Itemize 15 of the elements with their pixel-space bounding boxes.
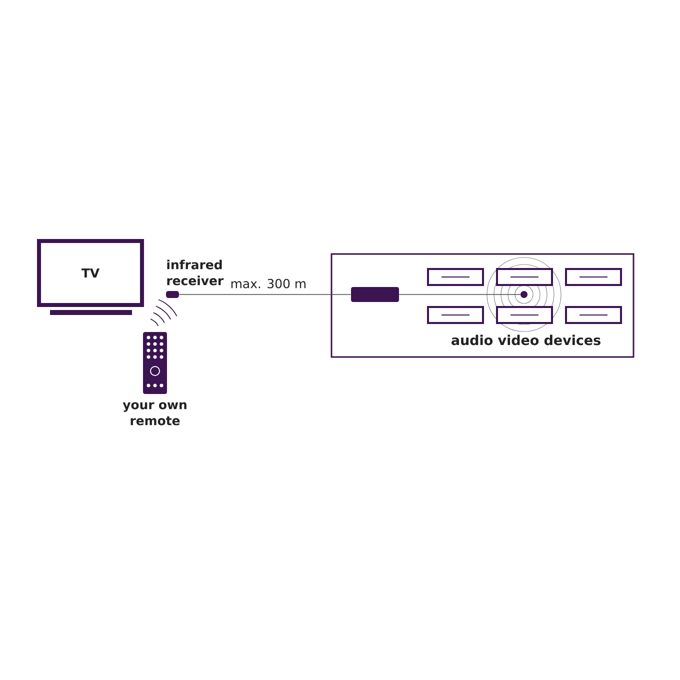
device-box — [496, 268, 553, 286]
device-box — [565, 268, 622, 286]
device-box — [427, 268, 484, 286]
device-label: infrared receiver — [167, 260, 224, 286]
emitter-dot — [520, 291, 528, 298]
device-label: your own remote — [122, 402, 186, 426]
cable — [398, 294, 521, 295]
edge-label: max. 300 m — [229, 278, 308, 290]
tv-screen: TV — [37, 239, 144, 307]
device-box — [496, 306, 553, 324]
device-box — [427, 306, 484, 324]
group-label: audio video devices — [452, 334, 600, 346]
ir-emitter — [351, 287, 399, 302]
device-box — [565, 306, 622, 324]
cable — [178, 294, 352, 295]
